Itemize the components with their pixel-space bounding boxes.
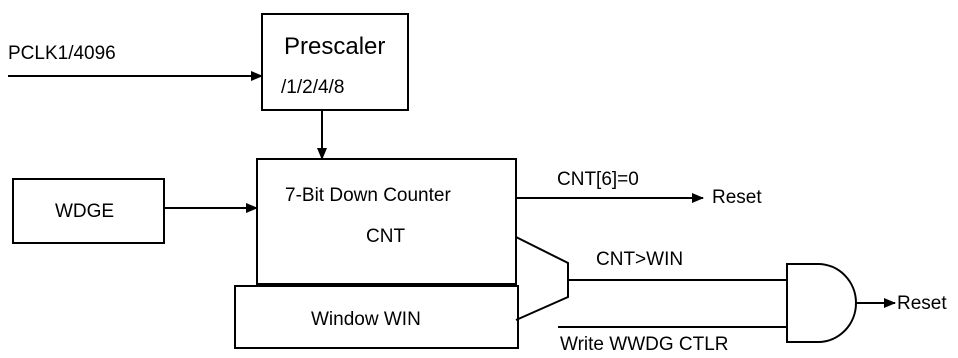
- prescaler-box: [261, 13, 409, 111]
- cnt-gt-win-label: CNT>WIN: [596, 249, 684, 270]
- window-box: [234, 285, 519, 349]
- pclk-label: PCLK1/4096: [8, 43, 116, 64]
- reset-bottom-label: Reset: [897, 293, 947, 314]
- counter-title: 7-Bit Down Counter: [285, 185, 451, 206]
- write-label: Write WWDG CTLR: [560, 334, 729, 355]
- wdge-label: WDGE: [55, 201, 115, 222]
- comparator-shape: [515, 236, 569, 321]
- wdge-box: [12, 178, 165, 244]
- cnt-bit-label: CNT[6]=0: [557, 169, 639, 190]
- prescaler-title: Prescaler: [284, 33, 386, 60]
- prescaler-ratios: /1/2/4/8: [281, 77, 345, 98]
- counter-box: [256, 158, 517, 285]
- and-gate: [786, 263, 857, 343]
- window-label: Window WIN: [311, 309, 421, 330]
- reset-top-label: Reset: [712, 187, 762, 208]
- counter-name: CNT: [366, 226, 406, 247]
